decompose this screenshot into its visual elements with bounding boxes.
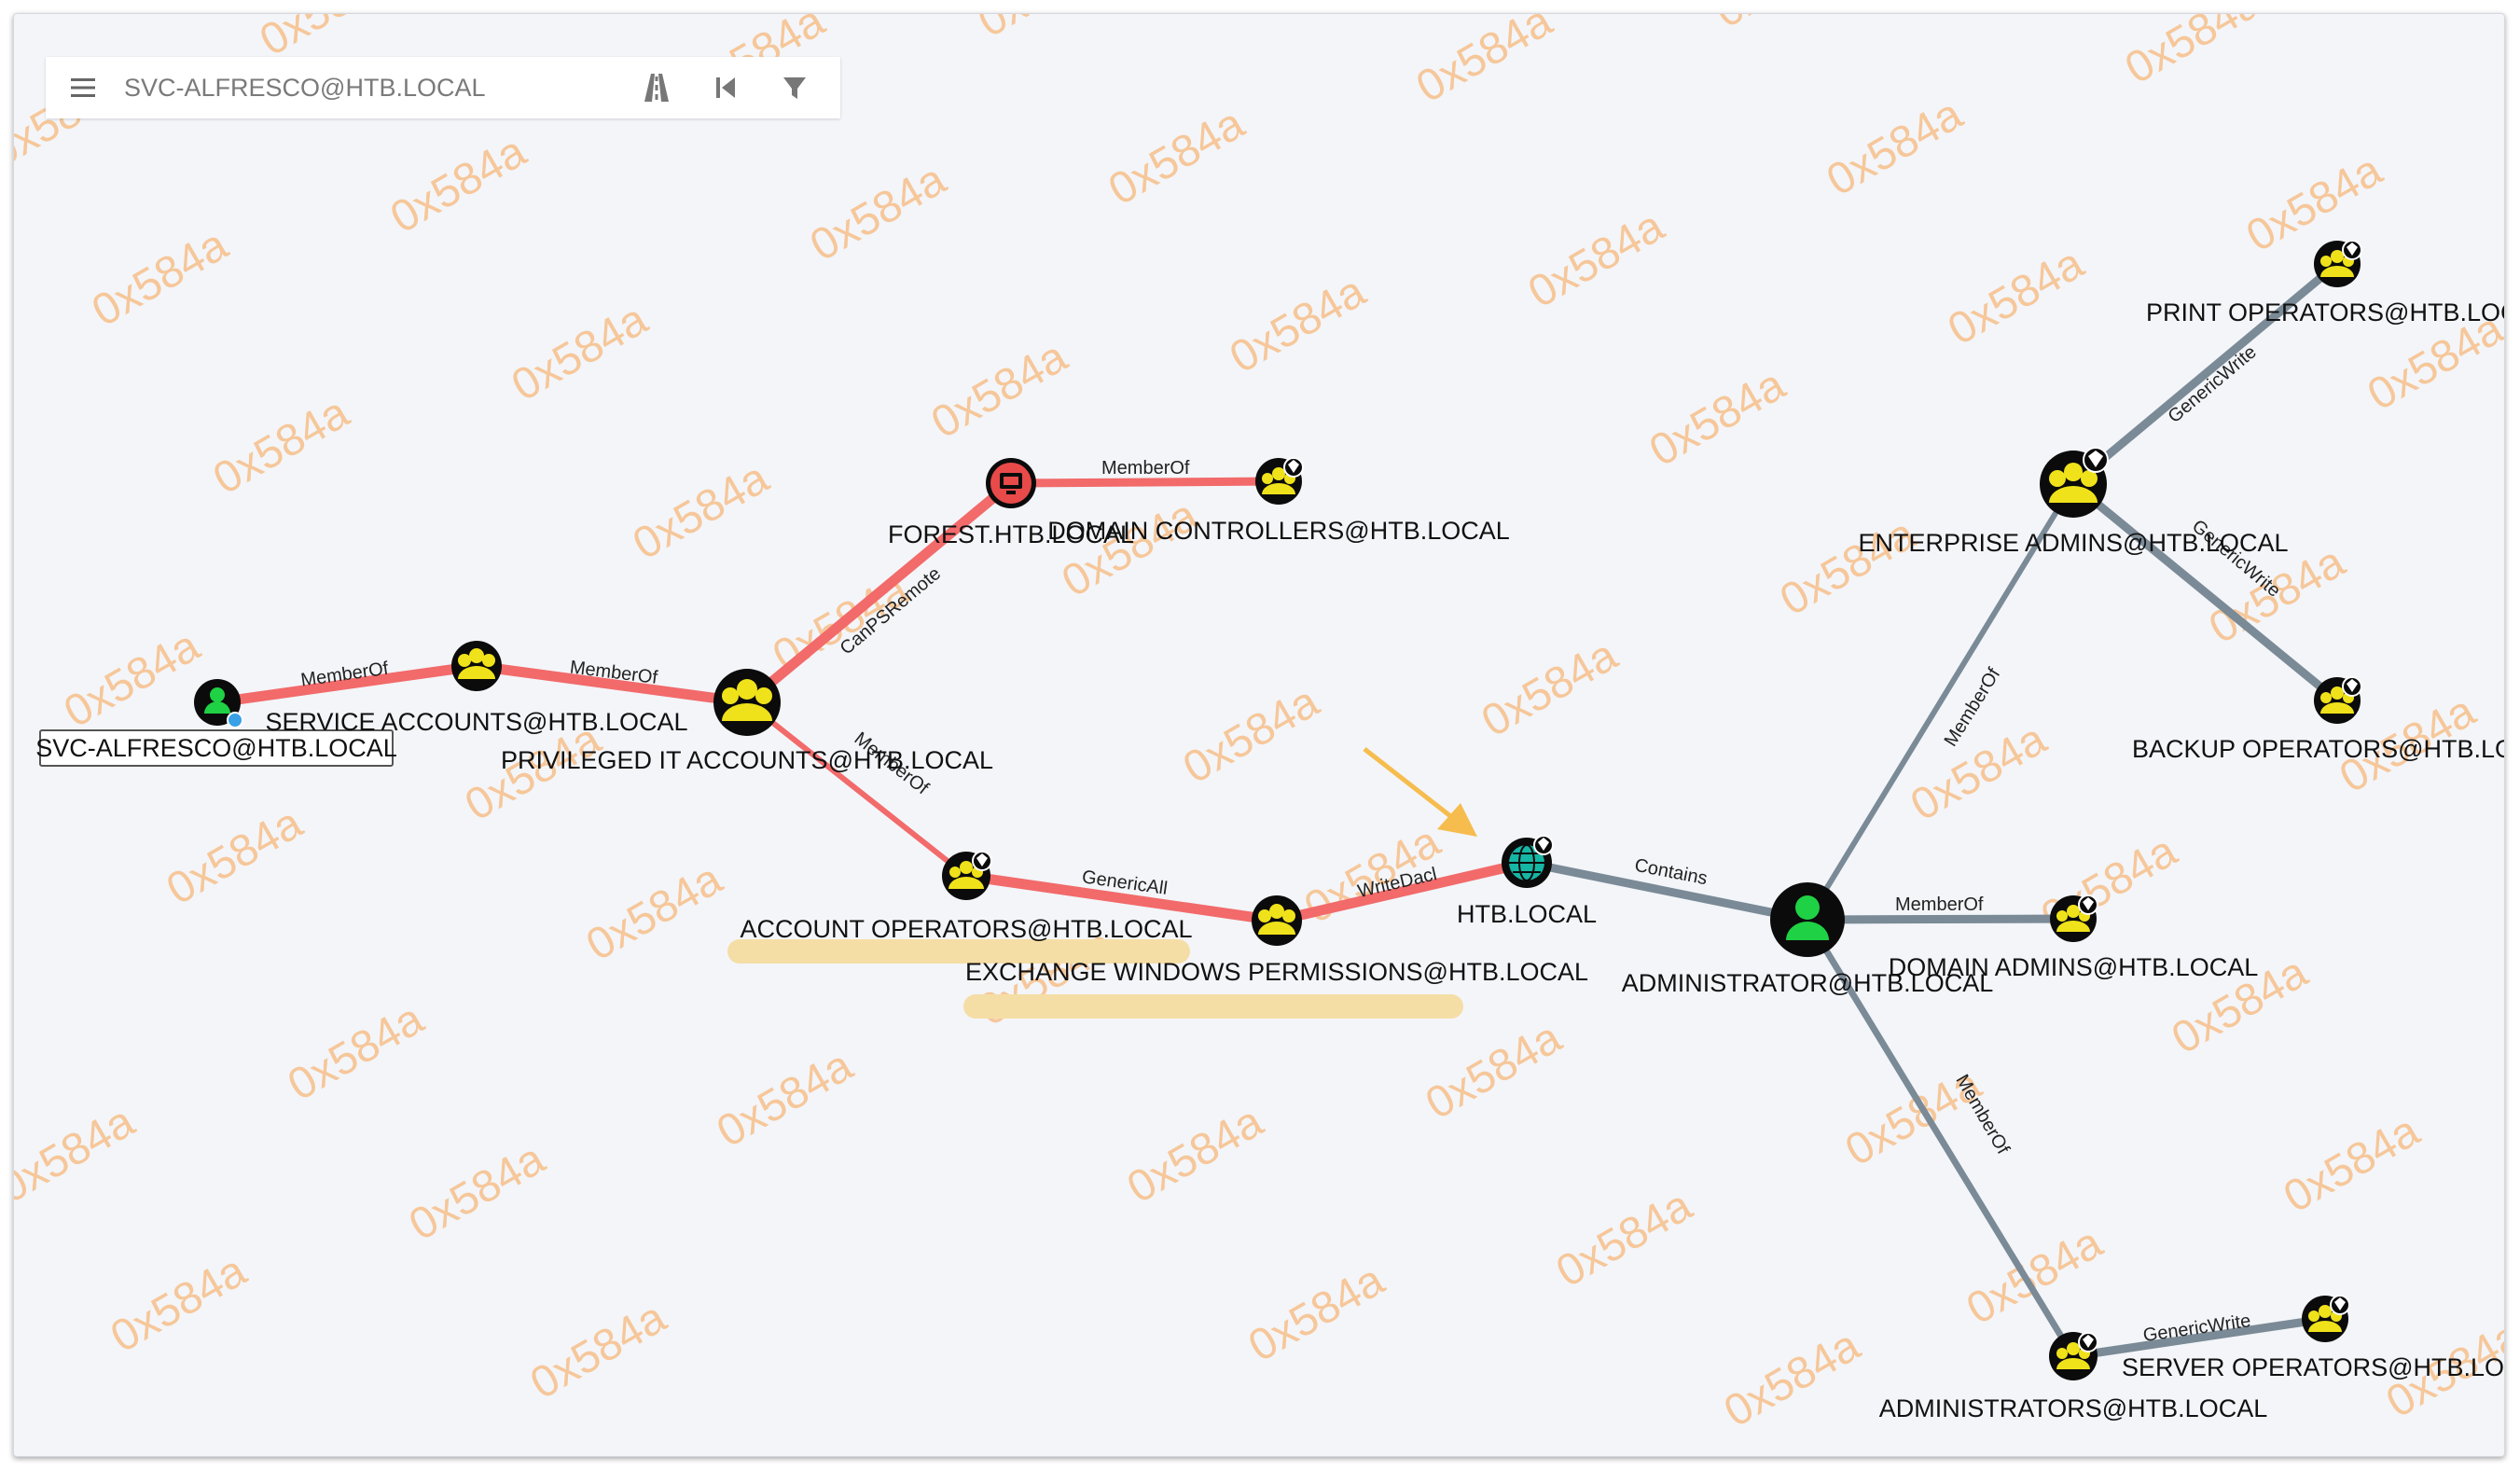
watermark: 0x584a <box>56 621 208 738</box>
watermark: 0x584a <box>401 1134 553 1251</box>
watermark: 0x584a <box>84 220 236 337</box>
node-label[interactable]: ENTERPRISE ADMINS@HTB.LOCAL <box>1858 529 2288 557</box>
pathfinding-icon[interactable] <box>633 64 680 111</box>
watermark: 0x584a <box>2238 146 2390 262</box>
edge-memberof <box>1010 477 1280 488</box>
hamburger-menu-icon[interactable] <box>62 67 104 108</box>
edge-canpsremote <box>743 478 1015 707</box>
node-label[interactable]: SERVER OPERATORS@HTB.LOCA <box>2122 1353 2504 1381</box>
node-htb-local-domain[interactable] <box>1502 835 1554 888</box>
watermark: 0x584a <box>802 155 954 271</box>
watermark: 0x584a <box>2276 1106 2428 1223</box>
node-enterprise-admins[interactable] <box>2040 447 2109 518</box>
watermark: 0x584a <box>1940 239 2092 355</box>
watermark: 0x584a <box>1418 1013 1570 1130</box>
node-administrators[interactable] <box>2049 1332 2098 1380</box>
watermark: 0x584a <box>159 798 311 915</box>
node-backup-operators[interactable] <box>2314 676 2362 724</box>
node-service-accounts[interactable] <box>451 641 502 691</box>
edge-memberof <box>1805 482 2076 922</box>
watermark: 0x584a <box>1054 491 1206 607</box>
node-exchange-windows-permissions[interactable] <box>1252 895 1302 946</box>
search-input[interactable] <box>122 72 611 104</box>
node-account-operators[interactable] <box>942 851 992 900</box>
node-label[interactable]: SERVICE ACCOUNTS@HTB.LOCAL <box>265 708 687 736</box>
watermark: 0x584a <box>1707 14 1859 38</box>
node-label[interactable]: FOREST.HTB.LOCAL <box>888 520 1134 548</box>
watermark: 0x584a <box>504 295 656 411</box>
edge-genericwrite <box>2070 260 2340 488</box>
edge-memberof <box>1807 914 2074 924</box>
watermark: 0x584a <box>280 994 432 1111</box>
back-icon[interactable] <box>702 64 749 111</box>
node-print-operators[interactable] <box>2314 240 2362 287</box>
watermark: 0x584a <box>2117 14 2269 94</box>
watermark: 0x584a <box>578 854 730 971</box>
edge-contains <box>1526 858 1808 924</box>
edge-memberof <box>1805 918 2076 1358</box>
node-label[interactable]: BACKUP OPERATORS@HTB.LOC <box>2132 735 2504 763</box>
node-domain-controllers[interactable] <box>1255 457 1304 505</box>
node-label[interactable]: PRIVILEGED IT ACCOUNTS@HTB.LOCAL <box>501 746 993 774</box>
watermark: 0x584a <box>205 388 357 505</box>
graph-canvas-frame[interactable]: 0x584a 0x584a 0x584a 0x584a 0x584a 0x584… <box>13 13 2505 1457</box>
edge-label: GenericWrite <box>2165 341 2261 427</box>
node-label[interactable]: SVC-ALFRESCO@HTB.LOCAL <box>35 734 397 762</box>
watermark: 0x584a <box>970 14 1122 48</box>
node-label[interactable]: ADMINISTRATORS@HTB.LOCAL <box>1879 1394 2267 1422</box>
watermark: 0x584a <box>625 453 777 570</box>
highlight-layer <box>727 939 1463 1019</box>
node-label[interactable]: HTB.LOCAL <box>1457 900 1597 928</box>
edge-label: MemberOf <box>1101 458 1190 478</box>
edge-memberof <box>216 660 478 708</box>
filter-icon[interactable] <box>771 64 818 111</box>
nodes-layer <box>194 240 2362 1380</box>
node-label[interactable]: DOMAIN ADMINS@HTB.LOCAL <box>1889 953 2258 981</box>
watermark: 0x584a <box>382 127 534 243</box>
pointer-arrow <box>1363 747 1477 837</box>
watermark: 0x584a <box>1119 1097 1271 1213</box>
watermark: 0x584a <box>1222 267 1374 383</box>
watermark: 0x584a <box>1772 509 1924 626</box>
edges-layer <box>216 260 2340 1361</box>
watermark: 0x584a <box>709 1041 861 1158</box>
edge-memberof <box>745 700 968 879</box>
edge-genericall <box>965 870 1278 926</box>
watermark: 0x584a <box>1819 90 1971 206</box>
watermark: 0x584a <box>1548 1181 1700 1297</box>
watermark: 0x584a <box>1474 631 1626 747</box>
node-svc-alfresco[interactable] <box>194 679 243 728</box>
watermark: 0x584a <box>522 1293 674 1409</box>
node-labels-layer: SVC-ALFRESCO@HTB.LOCAL SERVICE ACCOUNTS@… <box>35 298 2504 1422</box>
watermark: 0x584a <box>1959 1218 2111 1335</box>
search-bar <box>46 57 840 118</box>
watermark: 0x584a <box>1520 201 1672 318</box>
graph-canvas[interactable]: 0x584a 0x584a 0x584a 0x584a 0x584a 0x584… <box>14 14 2504 1456</box>
watermark: 0x584a <box>1408 14 1560 113</box>
edge-memberof <box>476 660 748 708</box>
watermark: 0x584a <box>923 332 1075 449</box>
edge-genericwrite <box>2070 480 2340 704</box>
node-privileged-it-accounts[interactable] <box>713 669 781 736</box>
node-label[interactable]: DOMAIN CONTROLLERS@HTB.LOCAL <box>1047 517 1510 545</box>
selected-label-box <box>39 729 394 767</box>
node-label[interactable]: EXCHANGE WINDOWS PERMISSIONS@HTB.LOCAL <box>965 958 1588 986</box>
node-domain-admins[interactable] <box>2050 894 2098 942</box>
watermark: 0x584a <box>14 1097 143 1213</box>
watermark: 0x584a <box>1175 677 1327 794</box>
edge-label: MemberOf <box>1895 894 1984 915</box>
edge-genericwrite <box>2072 1314 2326 1361</box>
node-label[interactable]: ACCOUNT OPERATORS@HTB.LOCAL <box>741 915 1193 943</box>
node-administrator[interactable] <box>1770 882 1845 957</box>
node-forest-computer[interactable] <box>986 458 1036 508</box>
watermark: 0x584a <box>1716 1321 1868 1437</box>
watermark: 0x584a <box>103 1246 255 1363</box>
watermark: 0x584a <box>1101 99 1253 215</box>
edge-writedacl <box>1275 857 1529 926</box>
watermark: 0x584a <box>1240 1255 1392 1372</box>
node-server-operators[interactable] <box>2302 1295 2350 1342</box>
node-label[interactable]: PRINT OPERATORS@HTB.LOCA <box>2146 298 2504 326</box>
node-label[interactable]: ADMINISTRATOR@HTB.LOCAL <box>1622 969 1993 997</box>
watermark: 0x584a <box>1641 360 1793 477</box>
